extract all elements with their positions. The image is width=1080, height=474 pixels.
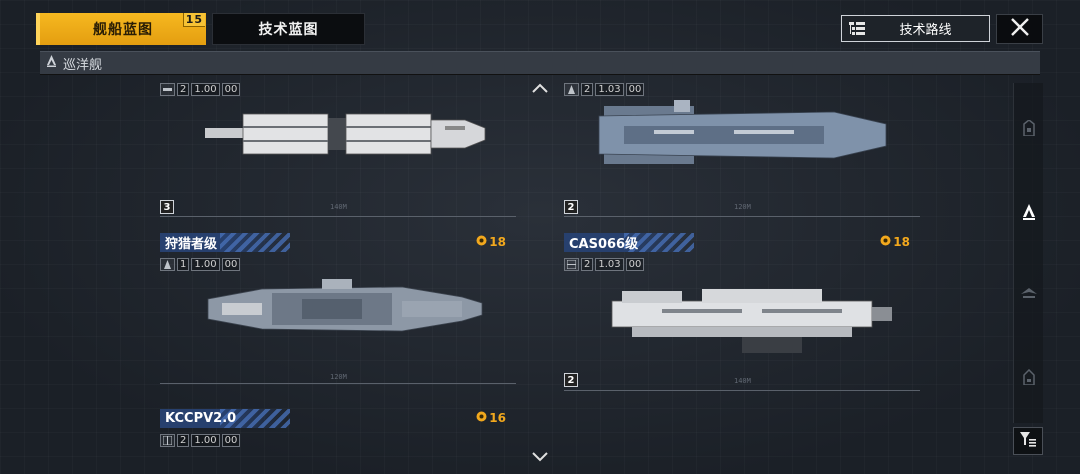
ship-tier-badge: 2 [564,373,578,387]
hull-type-icon [160,83,175,96]
ship-stats: 2 1.00 00 [160,82,241,97]
category-bar: 巡洋舰 [40,51,1040,75]
cruiser-class-icon [46,55,57,71]
scale-label: 140M [734,377,751,385]
tree-list-icon [842,16,872,41]
hull-type-icon [160,434,175,447]
tab-ship-blueprints-label: 舰船蓝图 [93,22,153,38]
ship-name: CAS066级 [569,237,639,252]
ship-name-bar: KCCPV2.0 [160,409,290,428]
hull-type-icon [564,258,579,271]
stat-count: 1 [177,258,190,271]
ship-illustration [207,279,483,332]
scale-label: 120M [734,203,751,211]
tab-tech-blueprints[interactable]: 技术蓝图 [212,13,365,45]
stat-count: 2 [177,434,190,447]
tech-route-label: 技术路线 [899,23,952,38]
tab-count-badge: 15 [182,13,205,27]
hull-type-icon [160,258,175,271]
stat-value: 1.03 [595,258,624,271]
ship-name: KCCPV2.0 [165,411,237,426]
hull-type-icon [564,83,579,96]
stat-extra: 00 [625,258,645,271]
card-divider [160,383,516,384]
category-label: 巡洋舰 [63,57,103,73]
scale-label: 140M [330,203,347,211]
frigate-class-icon[interactable] [1018,366,1040,388]
ship-name: 狩猎者级 [165,237,218,252]
class-filter-rail [1013,83,1043,423]
stat-extra: 00 [221,83,241,96]
scroll-up-icon[interactable] [532,78,548,93]
filter-button[interactable] [1013,427,1043,455]
ship-stats: 1 1.00 00 [160,257,241,272]
blueprint-cost-icon [476,411,487,425]
close-button[interactable] [996,14,1043,44]
tab-ship-blueprints[interactable]: 舰船蓝图 15 [36,13,206,45]
ship-stats: 2 1.03 00 [564,257,645,272]
stat-extra: 00 [221,434,241,447]
ship-card[interactable]: 狩猎者级 18 1 1.00 00 120M [160,233,520,384]
stat-count: 2 [177,83,190,96]
scale-label: 120M [330,373,347,381]
stat-value: 1.03 [595,83,624,96]
ship-tier-badge: 3 [160,200,174,214]
ship-illustration [598,100,887,164]
stat-count: 2 [581,83,594,96]
ship-card[interactable]: KCCPV2.0 16 2 1.00 00 [160,409,520,474]
tech-route-button[interactable]: 技术路线 [841,15,990,42]
cruiser-class-icon[interactable] [1018,201,1040,223]
tab-tech-blueprints-label: 技术蓝图 [258,22,319,38]
stat-extra: 00 [221,258,241,271]
scroll-down-icon[interactable] [532,447,548,462]
card-divider [564,216,920,217]
stat-count: 2 [581,258,594,271]
stat-value: 1.00 [191,434,220,447]
card-divider [564,390,920,391]
ship-stats: 2 1.00 00 [160,433,241,448]
ship-tier-badge: 2 [564,200,578,214]
stat-value: 1.00 [191,258,220,271]
ship-card[interactable]: CAS066级 18 2 1.03 00 2 140M [564,233,924,391]
ship-cost: 18 [880,235,910,249]
ship-cost-value: 16 [489,411,506,425]
ship-name-bar: CAS066级 [564,233,694,252]
ship-cost-value: 18 [489,235,506,249]
ship-card[interactable]: 2 1.03 00 2 120M [564,66,924,217]
destroyer-class-icon[interactable] [1018,283,1040,305]
ship-name-bar: 狩猎者级 [160,233,290,252]
blueprint-cost-icon [880,235,891,249]
ship-illustration [611,289,892,353]
ship-card[interactable]: 2 1.00 00 3 140M [160,66,520,217]
ship-cost-value: 18 [893,235,910,249]
carrier-class-icon[interactable] [1018,117,1040,139]
card-divider [160,216,516,217]
close-icon [1010,17,1030,41]
ship-stats: 2 1.03 00 [564,82,645,97]
stat-value: 1.00 [191,83,220,96]
filter-icon [1020,431,1036,451]
ship-cost: 18 [476,235,506,249]
ship-illustration [205,113,486,155]
blueprint-cost-icon [476,235,487,249]
ship-cost: 16 [476,411,506,425]
stat-extra: 00 [625,83,645,96]
